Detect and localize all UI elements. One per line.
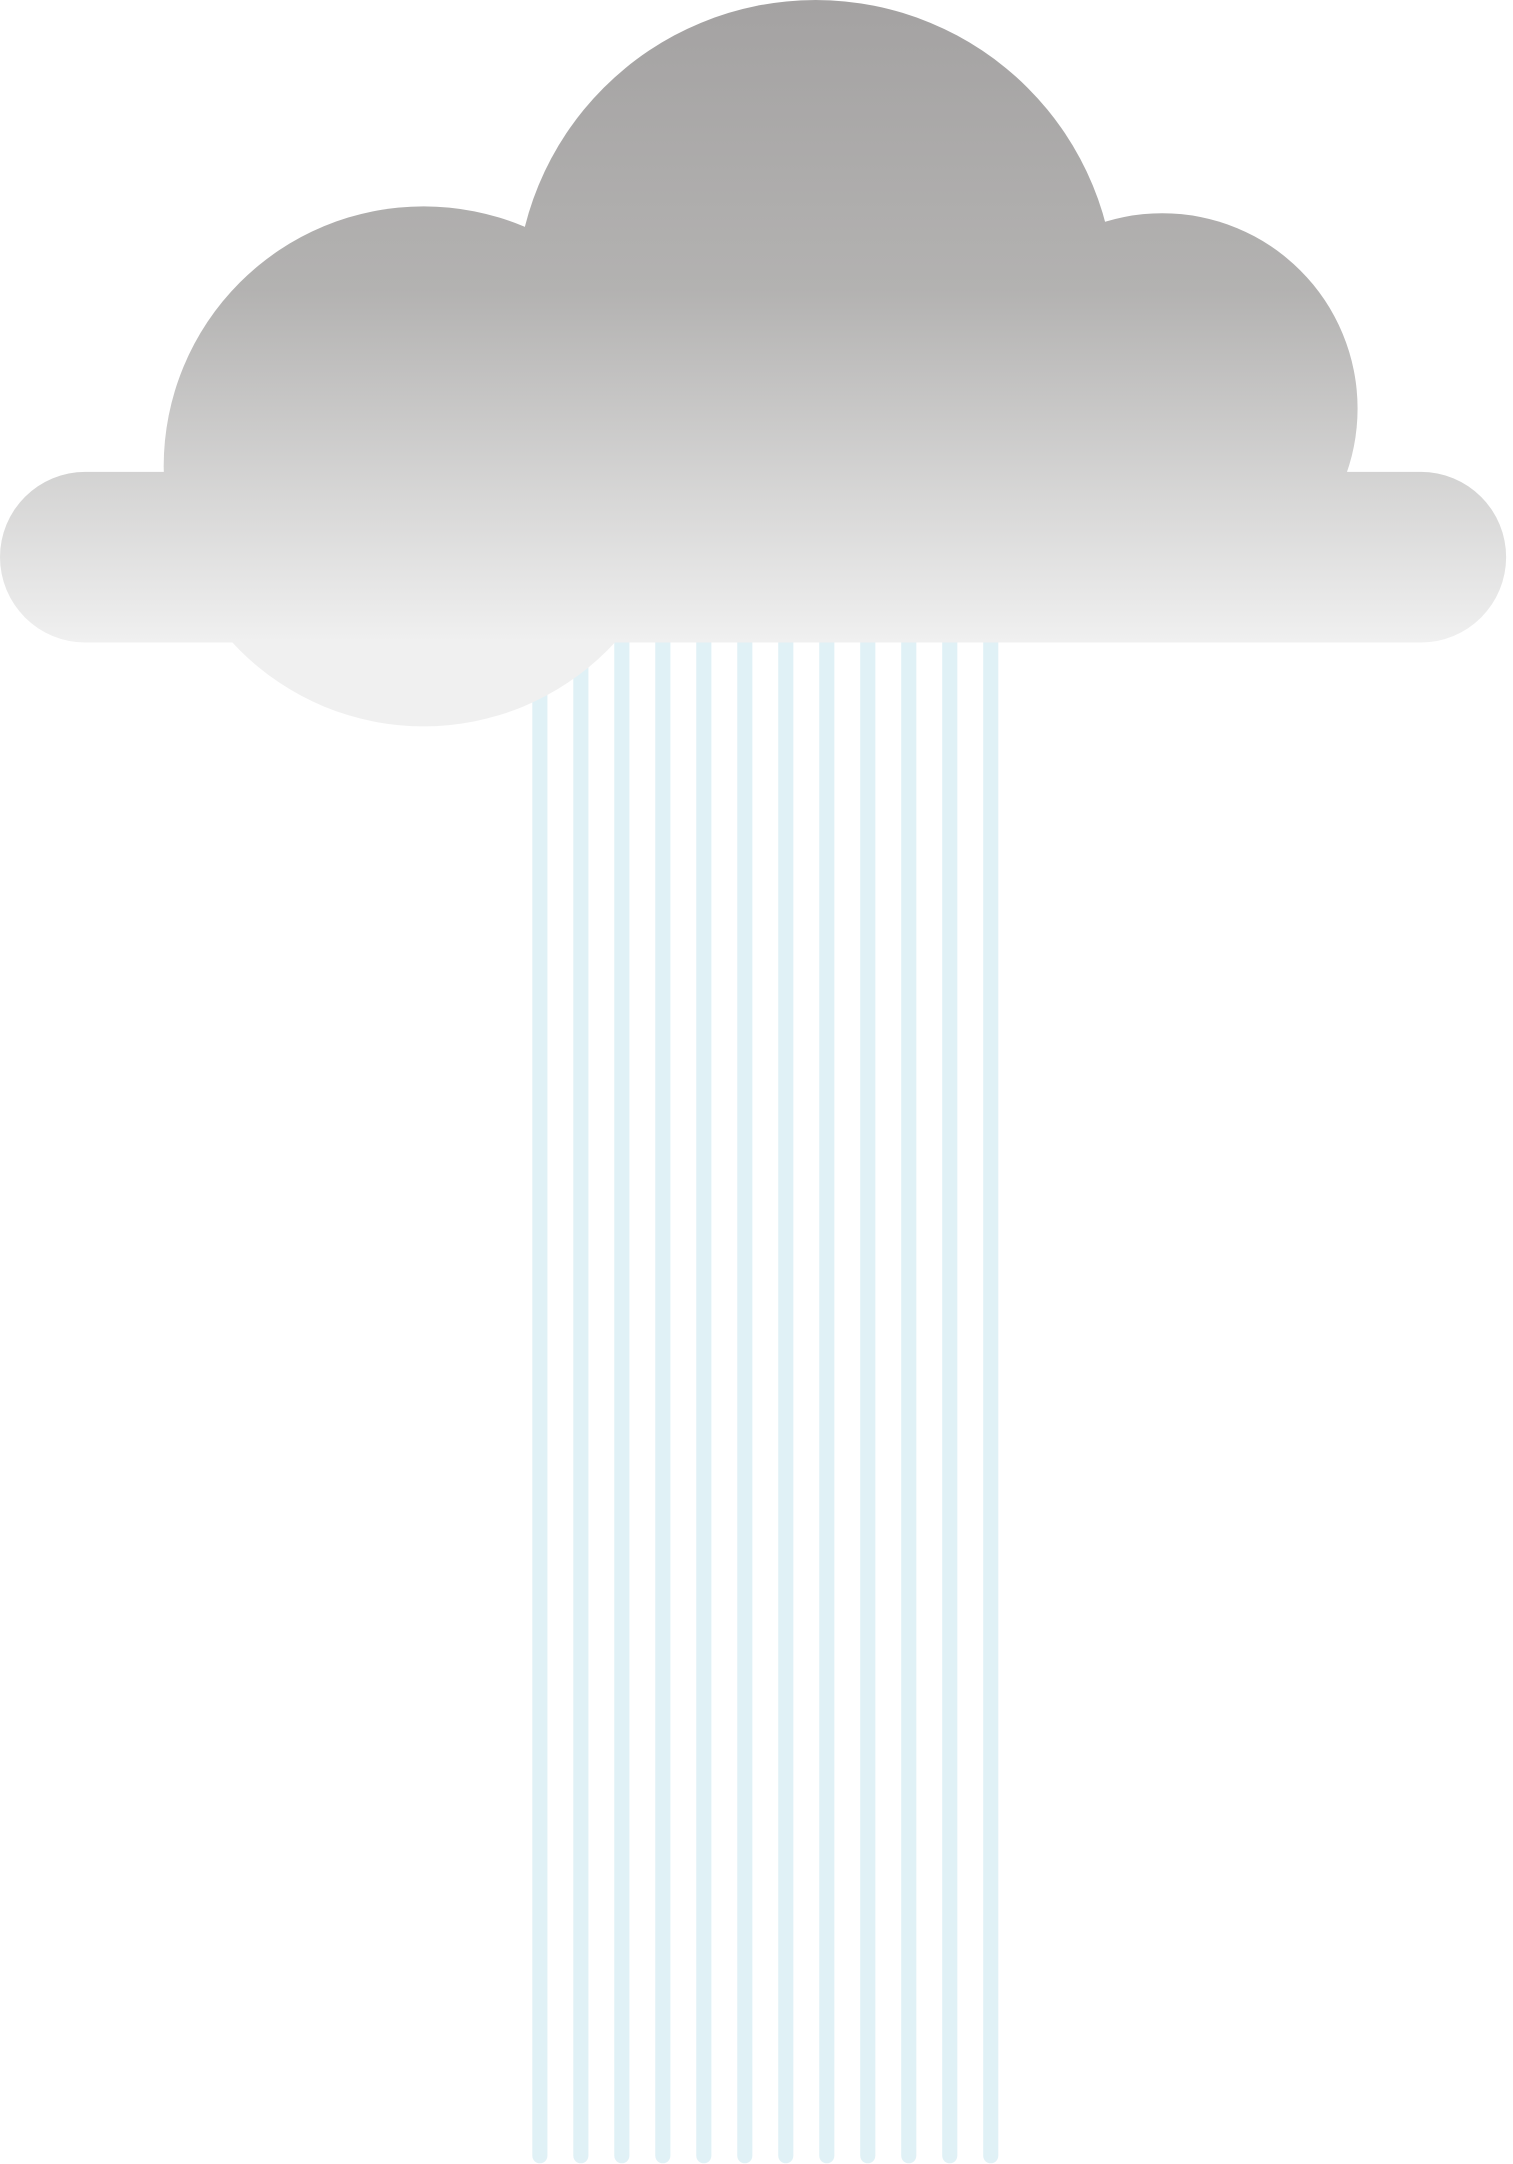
cloud-base <box>0 471 1507 643</box>
cloud-top-puff <box>515 0 1116 600</box>
cloud <box>0 0 1507 727</box>
rain-streaks <box>532 597 999 2164</box>
